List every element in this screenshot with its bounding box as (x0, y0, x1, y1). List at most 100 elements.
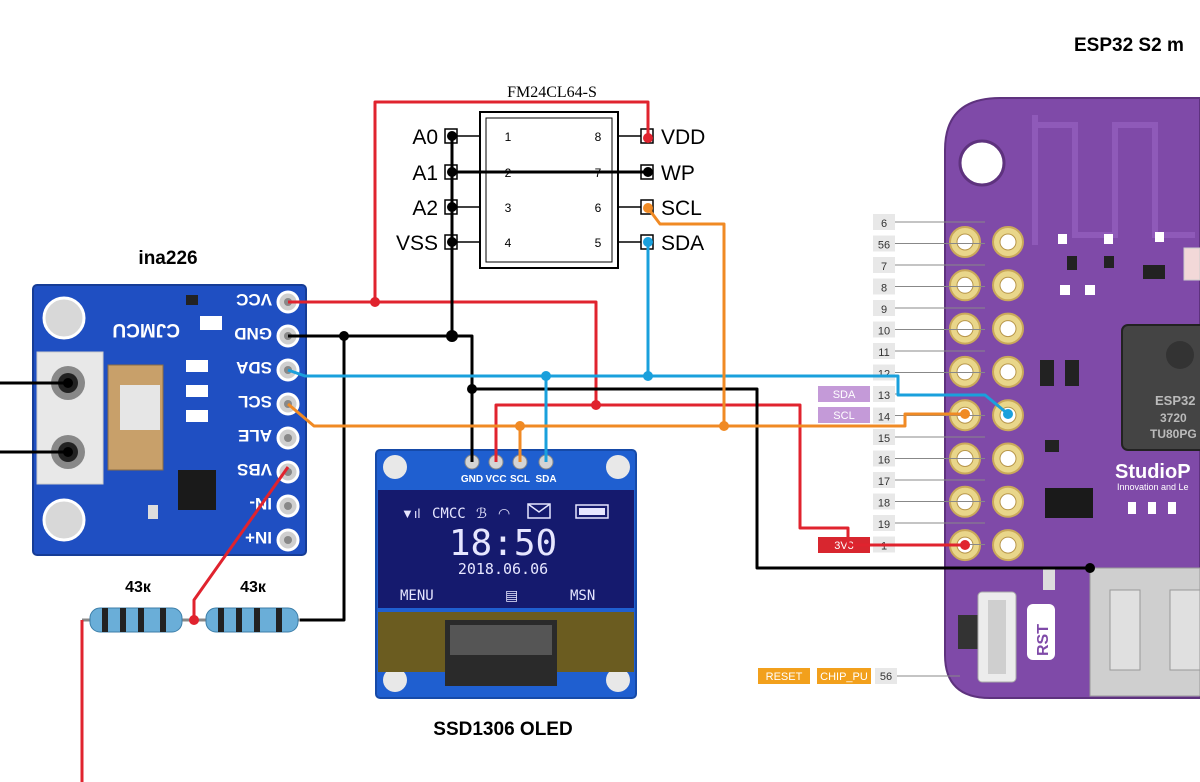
ina226-title: ina226 (138, 248, 197, 269)
oled-carrier: CMCC (432, 506, 466, 522)
esp32-chippu-pin: 56 (880, 671, 892, 683)
wire-scl-eeprom (646, 207, 726, 426)
esp32-pin-number-9: 9 (881, 304, 887, 316)
ina226-pin-label-sda: SDA (236, 358, 272, 377)
esp32-tag-reset-box (758, 668, 810, 684)
oled-pin-label-sda: SDA (535, 474, 556, 485)
esp32-pin-number-box (873, 278, 895, 295)
junctions (63, 131, 1095, 625)
eeprom-pin-number: 5 (595, 236, 602, 250)
esp32-tag-sda: SDA (833, 389, 856, 401)
esp32-pin-number-13: 13 (878, 390, 890, 402)
eeprom-pin-label-vdd: VDD (661, 126, 705, 149)
ina226-pin-label-vbs: VBS (237, 460, 272, 479)
antenna-trace (1032, 115, 1195, 245)
ina226-pin-label-vcc: VCC (236, 290, 272, 309)
esp32-pin-number-15: 15 (878, 433, 890, 445)
esp32-pin-number-box (873, 300, 895, 316)
esp32-header-pins (949, 226, 1024, 562)
wifi-icon: ◠ (498, 505, 510, 521)
oled-time: 18:50 (449, 523, 557, 564)
esp32-pin-number-box (873, 235, 895, 252)
eeprom-pin-label-a1: A1 (412, 162, 438, 185)
signal-icon: ▼ıl (401, 506, 420, 521)
eeprom-pin-number: 4 (505, 236, 512, 250)
esp32-tag-chippu: CHIP_PU (820, 671, 868, 683)
esp32-board: ESP32 3720 TU80PG StudioP Innovation and… (944, 97, 1200, 699)
eeprom-title: FM24CL64-S (507, 84, 597, 101)
mail-icon (527, 503, 551, 519)
wire-vdd (373, 100, 650, 302)
bluetooth-icon: ℬ (476, 505, 487, 521)
oled-pin-label-vcc: VCC (485, 474, 506, 485)
oled-msn: MSN (570, 588, 595, 604)
esp32-pin-number-box (873, 214, 895, 230)
board-brand-sub: Innovation and Le (1117, 482, 1189, 492)
eeprom-pin-number: 1 (505, 130, 512, 144)
resistor-r2-value: 43к (240, 579, 267, 596)
esp32-pin-number-box (873, 407, 895, 424)
esp32-pin-number-box (873, 450, 895, 467)
ina226-pin-label-ale: ALE (238, 426, 272, 445)
esp32-pin-number-14: 14 (878, 412, 890, 424)
rst-label-box (1027, 604, 1055, 660)
esp32-pin-number-box (873, 515, 895, 531)
esp32-tag-sda-box (818, 386, 870, 402)
esp32-pin-number-18: 18 (878, 498, 890, 510)
book-icon: ▤ (505, 587, 518, 603)
esp32-title: ESP32 S2 m (1074, 35, 1184, 56)
esp32-pin-number-7: 7 (881, 261, 887, 273)
wire-gnd-esp (472, 387, 1090, 570)
eeprom-pin-label-a0: A0 (412, 126, 438, 149)
chip-text-1: ESP32 (1155, 393, 1195, 408)
wire-oled-vcc (494, 403, 965, 547)
esp32-tag-chippu-box (817, 668, 871, 684)
wire-gnd (288, 334, 474, 462)
eeprom-pin-number: 6 (595, 201, 602, 215)
rst-label: RST (1035, 624, 1052, 656)
esp32-pin-number-box (873, 257, 895, 273)
oled-pin-label-gnd: GND (461, 474, 483, 485)
esp32-pin-number-box (873, 472, 895, 488)
esp32-tag-3v3-box (818, 537, 870, 553)
esp32-pin-number-11: 11 (878, 347, 889, 359)
esp32-pin-number-8: 8 (881, 283, 887, 295)
esp32-pin-number-10: 10 (878, 326, 890, 338)
esp32-pin-number-19: 19 (878, 519, 890, 531)
eeprom-pin-number: 3 (505, 201, 512, 215)
eeprom-pin-number: 8 (595, 130, 602, 144)
ina226-pin-label-gnd: GND (234, 324, 272, 343)
resistor-r2: 43к (196, 579, 300, 633)
esp32-pin-number-17: 17 (878, 476, 890, 488)
esp32-tag-scl: SCL (833, 410, 854, 422)
esp32-pin-number-6: 6 (881, 218, 887, 230)
ina226-brand: CJMCU (112, 319, 180, 340)
ina226-chip (178, 470, 216, 510)
esp32-pin-number-box (873, 493, 895, 510)
battery-icon (575, 504, 609, 519)
ina226-pin-label-inp: IN+ (245, 528, 272, 547)
eeprom-body (479, 111, 619, 269)
esp32-pin-number-16: 16 (878, 455, 890, 467)
mounting-hole (958, 139, 1006, 187)
wire-vbus (192, 466, 290, 622)
wire-sda (287, 368, 1009, 416)
esp32-pin-number-box (873, 343, 895, 359)
esp32-pin-number-box (873, 429, 895, 445)
eeprom-pin-label-sda: SDA (661, 232, 704, 255)
chip-text-2: 3720 (1160, 411, 1187, 425)
regulator-chip (1045, 488, 1093, 518)
esp32-pin-number-box (873, 386, 895, 402)
wire-gnd-r2 (300, 336, 346, 622)
eeprom-pin-label-vss: VSS (396, 232, 438, 255)
wire-vcc (288, 300, 598, 405)
chip-text-3: TU80PG (1150, 427, 1197, 441)
oled-menu: MENU (400, 588, 434, 604)
esp32-pin-number-box (873, 321, 895, 338)
board-brand: StudioP (1115, 461, 1191, 483)
esp32-pin-number-56: 56 (878, 240, 890, 252)
resistor-r1: 43к (82, 579, 190, 633)
